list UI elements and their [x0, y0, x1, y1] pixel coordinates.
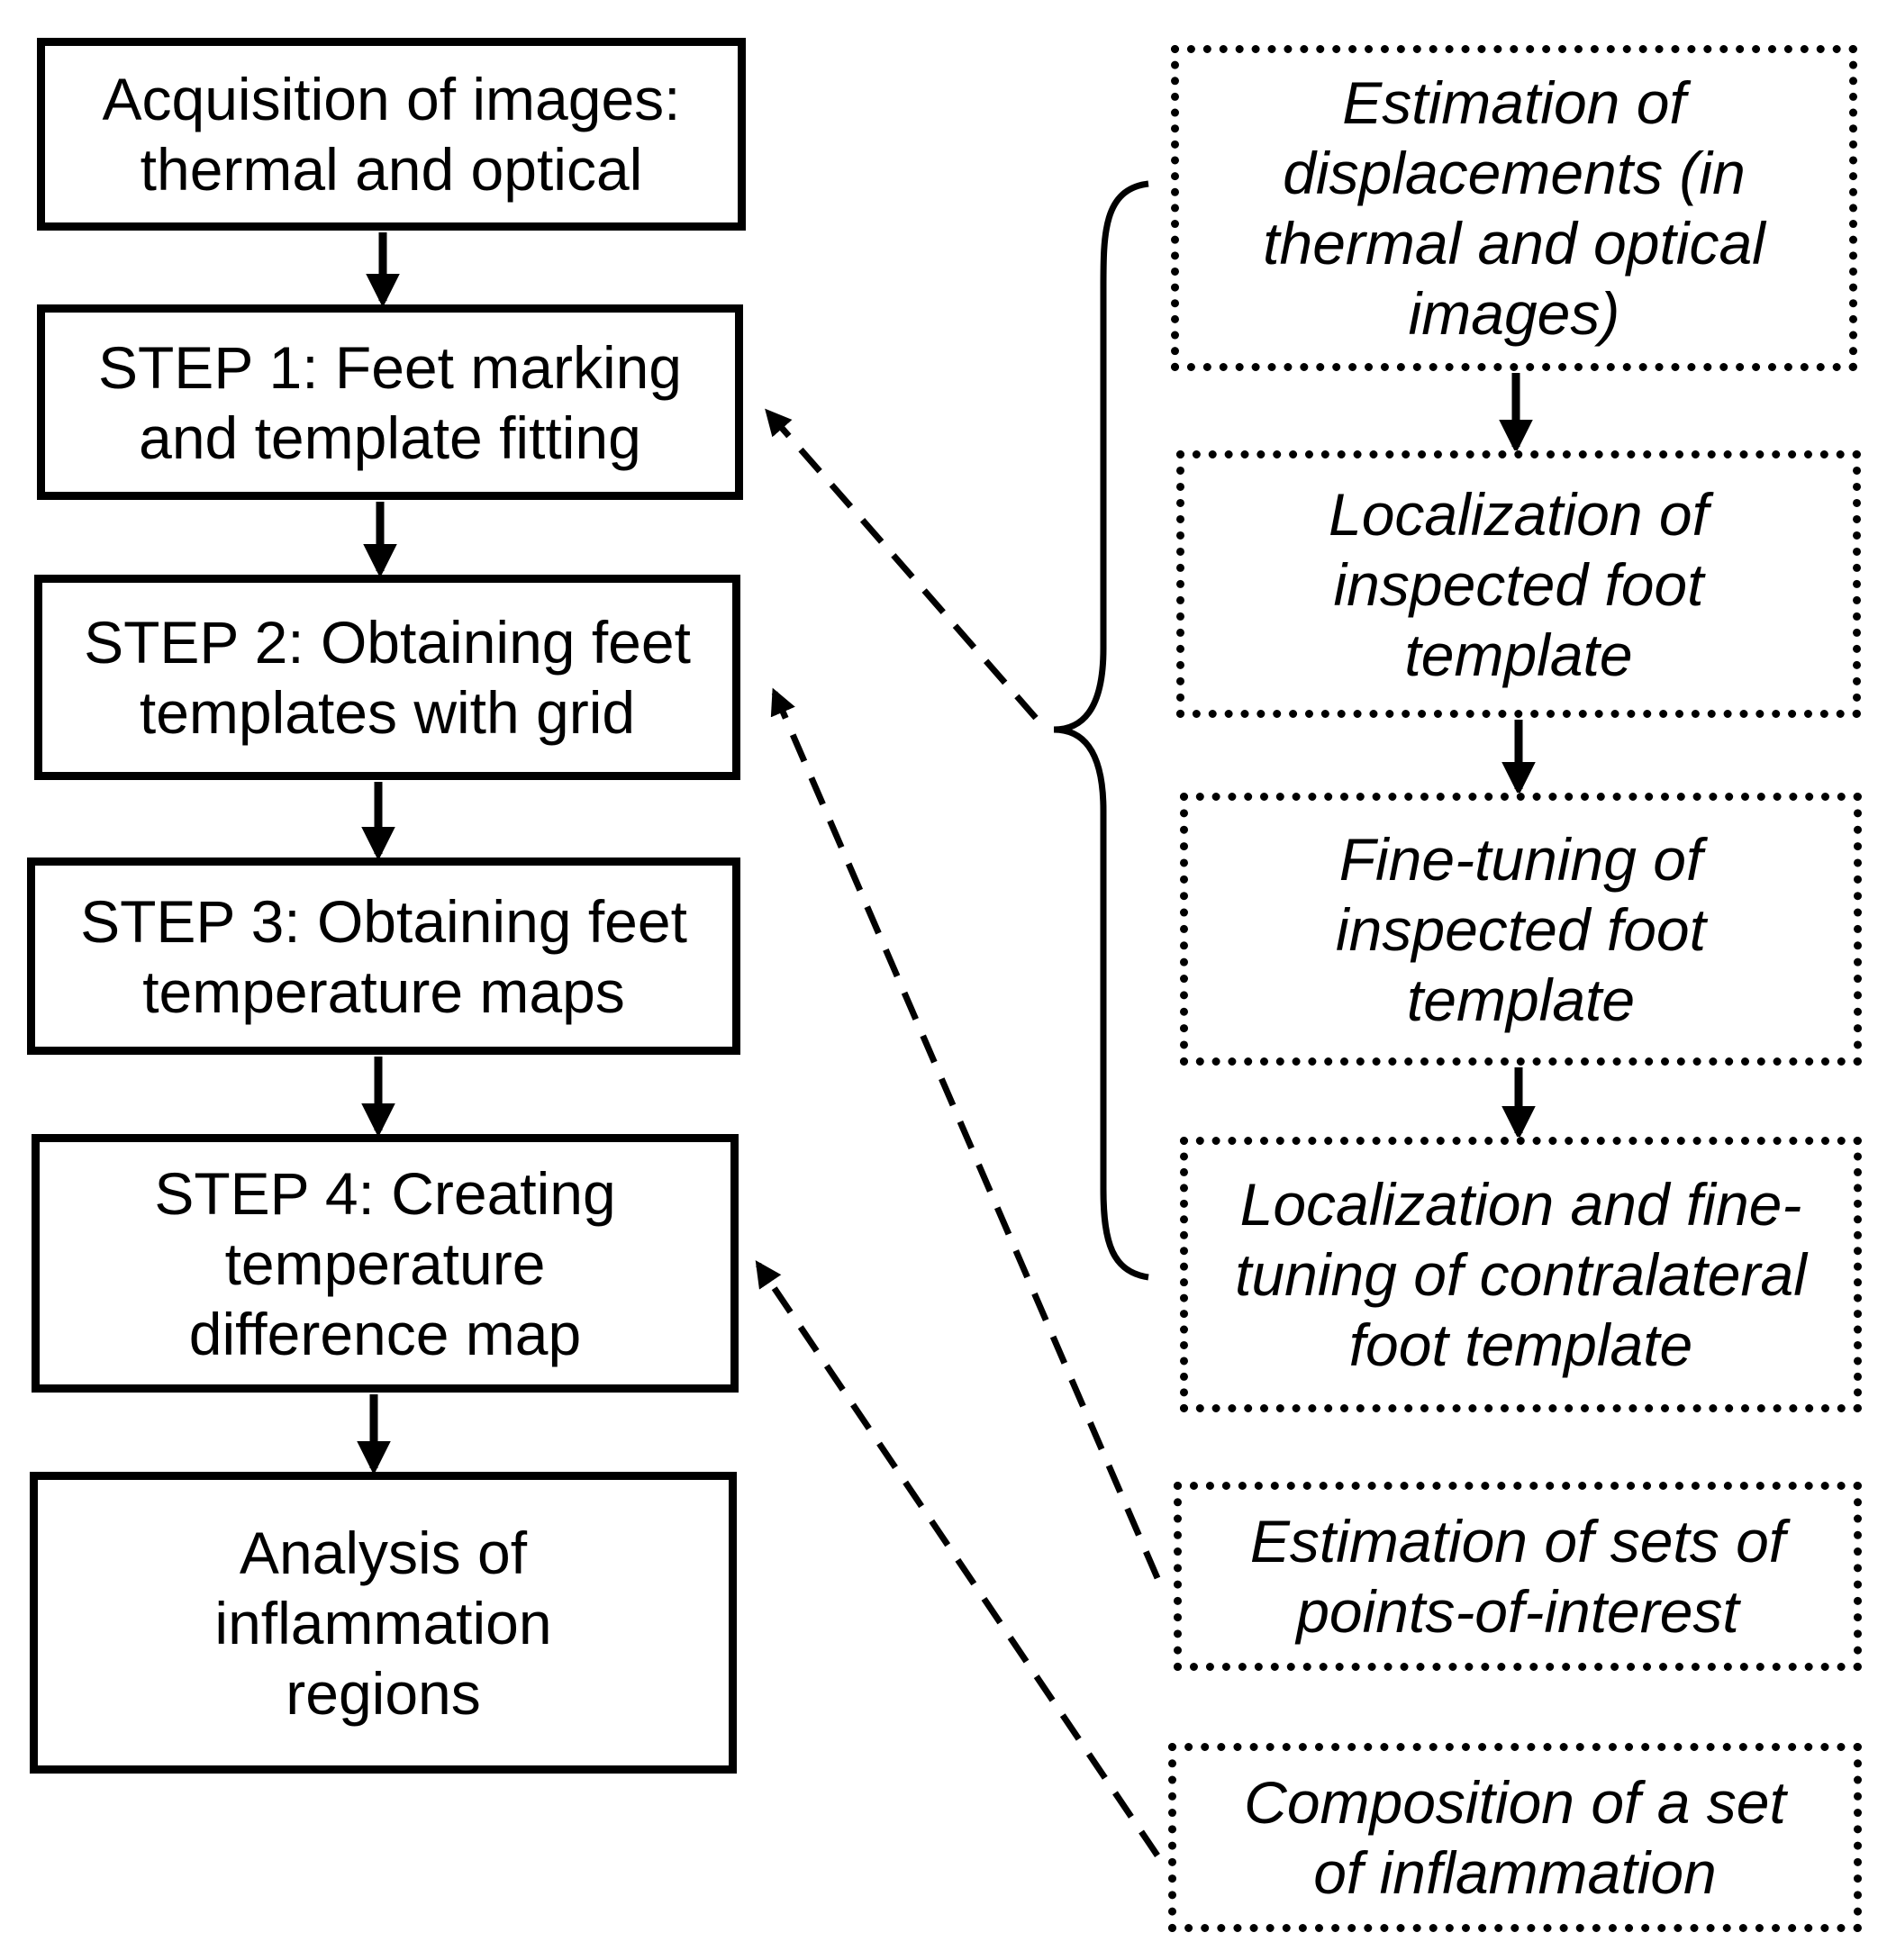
step1-text: STEP 1: Feet marking and template fittin…	[97, 333, 683, 471]
step3-text: STEP 3: Obtaining feet temperature maps	[80, 887, 687, 1025]
points-of-interest-text: Estimation of sets of points-of-interest	[1249, 1508, 1786, 1645]
analysis-box: Analysis of inflammation regions	[30, 1472, 737, 1774]
acquisition-box: Acquisition of images: thermal and optic…	[37, 38, 746, 231]
dashed-arrow-points-to-step2	[770, 687, 1161, 1580]
inflammation-set-box: Composition of a set of inflammation	[1168, 1743, 1862, 1932]
step2-box: STEP 2: Obtaining feet templates with gr…	[34, 575, 740, 780]
points-of-interest-box: Estimation of sets of points-of-interest	[1174, 1482, 1862, 1671]
displacements-text: Estimation of displacements (in thermal …	[1263, 69, 1765, 347]
finetuning-inspected-text: Fine-tuning of inspected foot template	[1336, 825, 1706, 1033]
inflammation-set-text: Composition of a set of inflammation	[1244, 1769, 1786, 1906]
step4-box: STEP 4: Creating temperature difference …	[32, 1134, 739, 1393]
step4-text: STEP 4: Creating temperature difference …	[154, 1159, 616, 1367]
step1-box: STEP 1: Feet marking and template fittin…	[37, 304, 743, 500]
step3-box: STEP 3: Obtaining feet temperature maps	[27, 858, 740, 1055]
dashed-arrow-inflammation-to-step4	[755, 1260, 1160, 1857]
localization-inspected-text: Localization of inspected foot template	[1329, 480, 1709, 688]
grouping-brace	[1053, 180, 1149, 1281]
localization-inspected-box: Localization of inspected foot template	[1176, 450, 1861, 718]
dashed-arrow-brace-to-step1	[765, 408, 1039, 721]
contralateral-text: Localization and fine- tuning of contral…	[1235, 1171, 1807, 1378]
displacements-box: Estimation of displacements (in thermal …	[1171, 45, 1857, 371]
step2-text: STEP 2: Obtaining feet templates with gr…	[84, 609, 691, 746]
acquisition-text: Acquisition of images: thermal and optic…	[102, 66, 681, 203]
finetuning-inspected-box: Fine-tuning of inspected foot template	[1180, 793, 1862, 1066]
contralateral-box: Localization and fine- tuning of contral…	[1180, 1137, 1862, 1412]
analysis-text: Analysis of inflammation regions	[214, 1519, 552, 1727]
